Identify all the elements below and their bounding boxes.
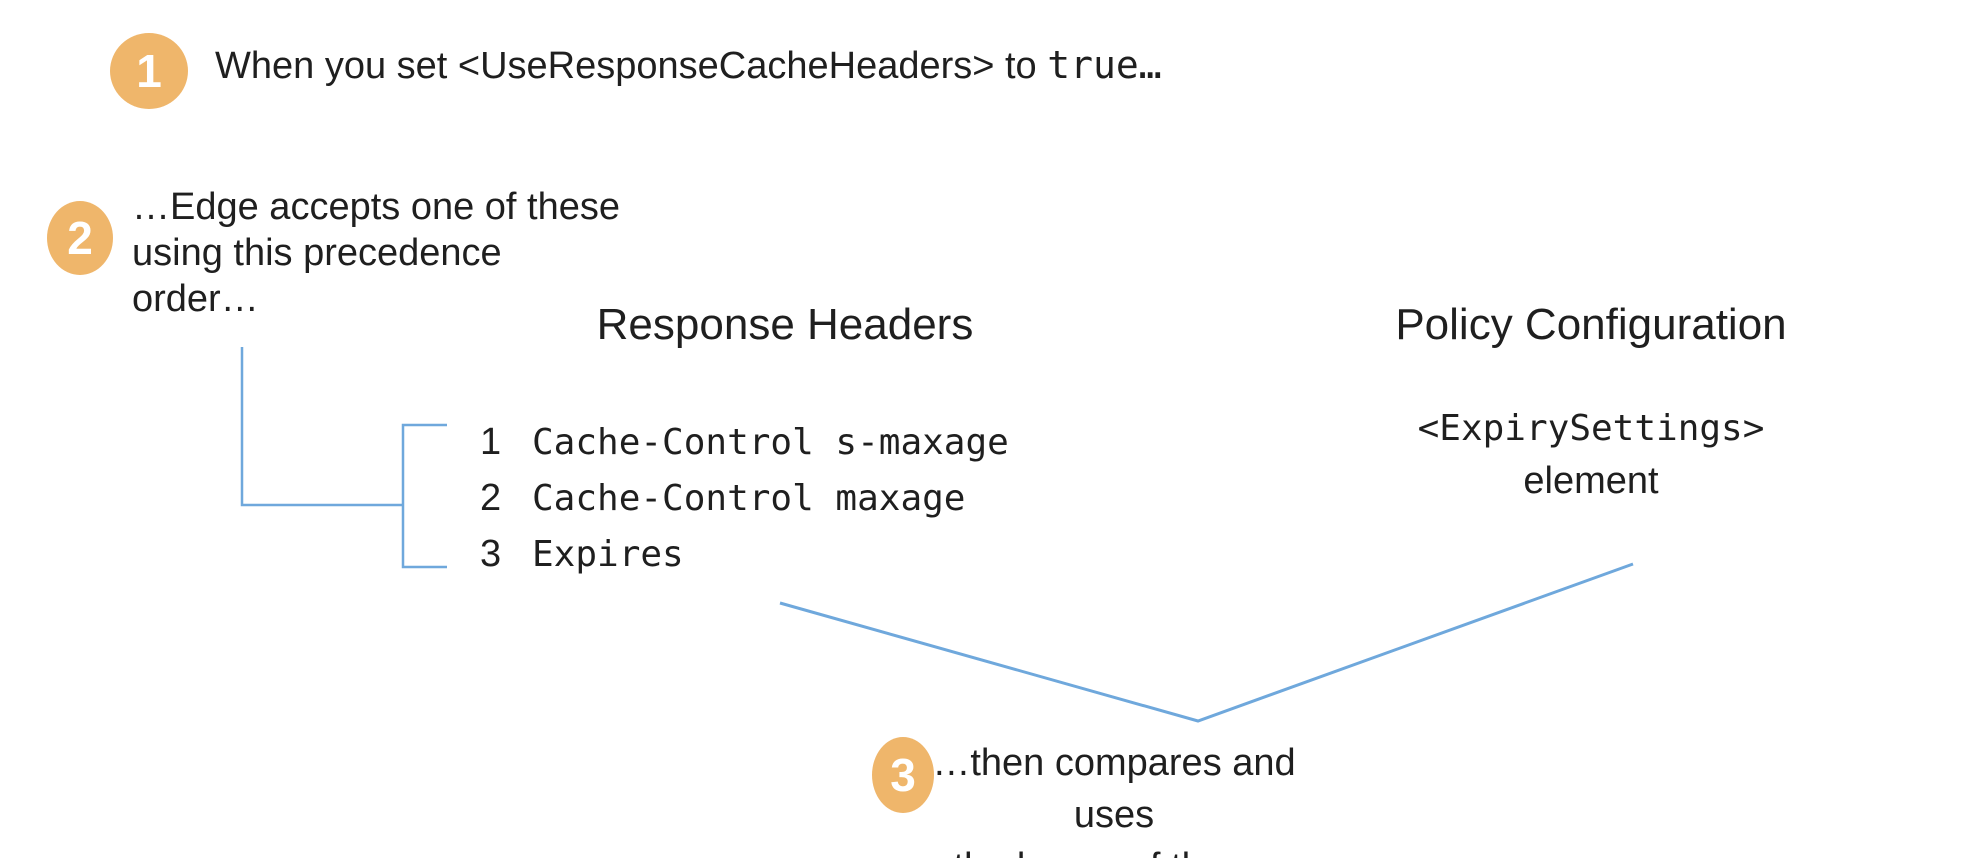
list-item-rank: 1: [480, 420, 502, 463]
response-headers-title: Response Headers: [596, 300, 974, 349]
compare-v-line: [779, 562, 1634, 723]
step-2-number: 2: [67, 212, 93, 264]
step-1-text-plain: When you set <UseResponseCacheHeaders> t…: [215, 45, 1048, 87]
list-item: 3 Expires: [480, 526, 1009, 582]
step-3-line-2: the lesser of these.: [914, 841, 1314, 858]
step-3-text: …then compares and uses the lesser of th…: [914, 737, 1314, 858]
precedence-connector-line: [240, 347, 402, 507]
list-item: 2 Cache-Control maxage: [480, 470, 1009, 526]
response-headers-list: 1 Cache-Control s-maxage 2 Cache-Control…: [480, 414, 1009, 582]
policy-configuration-title: Policy Configuration: [1395, 300, 1787, 349]
expiry-settings-code: <ExpirySettings>: [1417, 408, 1765, 449]
step-1-code-true: true…: [1047, 43, 1162, 87]
step-3-badge: 3: [872, 737, 934, 813]
list-bracket: [401, 423, 447, 569]
step-3-line-1: …then compares and uses: [932, 742, 1296, 836]
list-item-rank: 3: [480, 532, 502, 575]
expiry-settings-caption: element: [1523, 460, 1659, 502]
step-1-number: 1: [136, 45, 162, 97]
list-item-code: Expires: [532, 533, 684, 575]
list-item-code: Cache-Control maxage: [532, 477, 966, 519]
step-2-line-2: using this precedence: [132, 232, 502, 274]
step-1-badge: 1: [110, 33, 188, 109]
list-item-rank: 2: [480, 476, 502, 519]
step-2-line-3: order…: [132, 278, 259, 320]
list-item: 1 Cache-Control s-maxage: [480, 414, 1009, 470]
step-2-text: …Edge accepts one of these using this pr…: [132, 184, 620, 322]
step-3-number: 3: [890, 749, 916, 801]
step-2-badge: 2: [47, 201, 113, 275]
step-1-text: When you set <UseResponseCacheHeaders> t…: [215, 42, 1162, 89]
step-2-line-1: …Edge accepts one of these: [132, 186, 620, 228]
list-item-code: Cache-Control s-maxage: [532, 421, 1009, 463]
